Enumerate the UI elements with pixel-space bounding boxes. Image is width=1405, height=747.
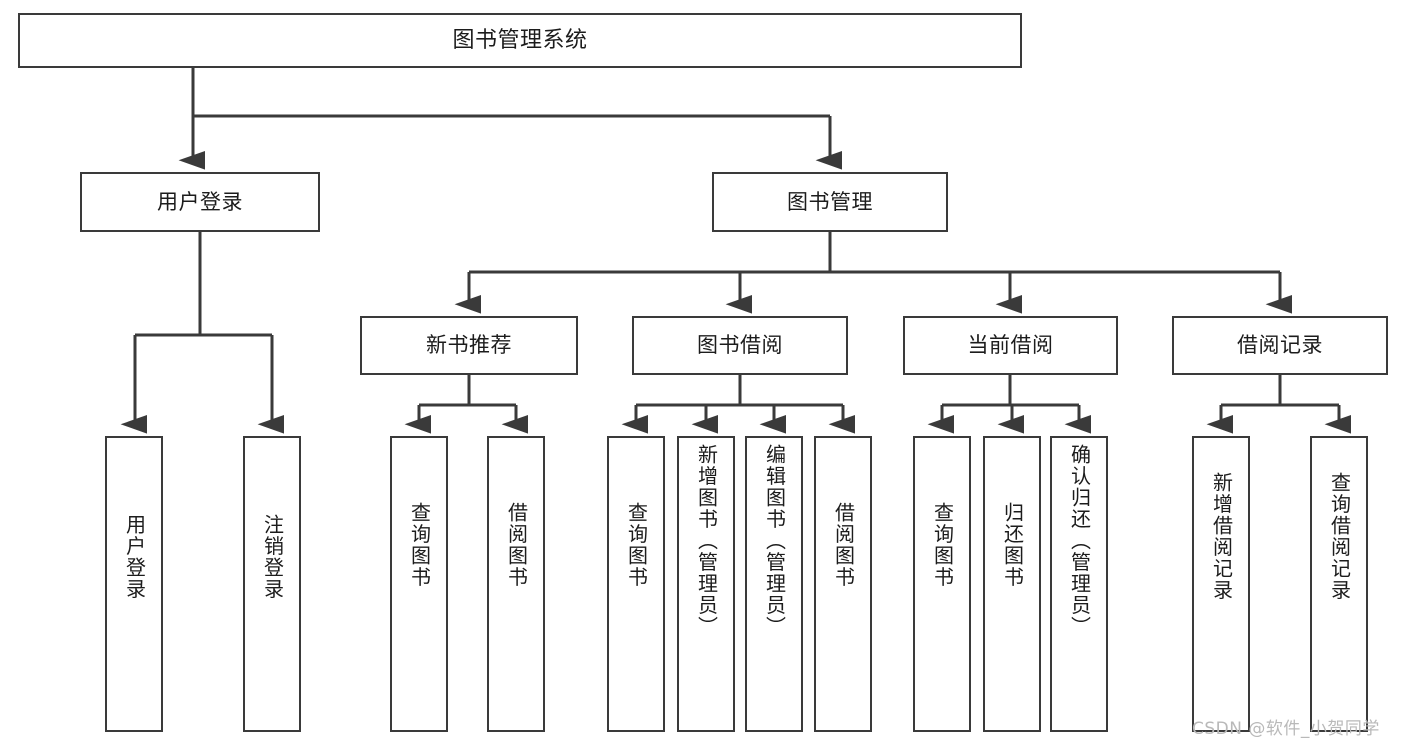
csdn-watermark: CSDN @软件_小贺同学 [1192, 714, 1380, 739]
node-leaf-query-record[interactable]: 查询借阅记录 [1310, 436, 1368, 732]
watermark-text: CSDN @软件_小贺同学 [1192, 719, 1380, 739]
node-label: 新增图书（管理员） [694, 444, 719, 638]
node-new-book-rec[interactable]: 新书推荐 [360, 316, 578, 375]
node-label: 图书借阅 [697, 333, 783, 358]
node-leaf-borrow-book-1[interactable]: 借阅图书 [487, 436, 545, 732]
node-label: 查询图书 [624, 502, 649, 588]
node-leaf-confirm-return[interactable]: 确认归还（管理员） [1050, 436, 1108, 732]
node-leaf-borrow-book-2[interactable]: 借阅图书 [814, 436, 872, 732]
node-book-manage[interactable]: 图书管理 [712, 172, 948, 232]
node-label: 借阅图书 [504, 502, 529, 588]
node-leaf-return-book[interactable]: 归还图书 [983, 436, 1041, 732]
node-user-login[interactable]: 用户登录 [80, 172, 320, 232]
node-leaf-user-login[interactable]: 用户登录 [105, 436, 163, 732]
node-leaf-add-record[interactable]: 新增借阅记录 [1192, 436, 1250, 732]
node-label: 归还图书 [1000, 502, 1025, 588]
node-leaf-query-book-2[interactable]: 查询图书 [607, 436, 665, 732]
node-label: 查询图书 [930, 502, 955, 588]
node-leaf-query-book-1[interactable]: 查询图书 [390, 436, 448, 732]
node-leaf-query-book-3[interactable]: 查询图书 [913, 436, 971, 732]
node-leaf-add-book[interactable]: 新增图书（管理员） [677, 436, 735, 732]
node-leaf-user-logout[interactable]: 注销登录 [243, 436, 301, 732]
node-label: 新书推荐 [426, 333, 512, 358]
node-label: 借阅记录 [1237, 333, 1323, 358]
node-root-system[interactable]: 图书管理系统 [18, 13, 1022, 68]
node-label: 当前借阅 [967, 333, 1054, 358]
node-label: 用户登录 [122, 514, 147, 600]
node-label: 用户登录 [157, 189, 243, 214]
node-label: 图书管理 [787, 189, 873, 214]
node-label: 确认归还（管理员） [1067, 444, 1092, 638]
node-label: 图书管理系统 [452, 27, 588, 53]
node-book-borrow[interactable]: 图书借阅 [632, 316, 848, 375]
node-label: 编辑图书（管理员） [762, 444, 787, 638]
node-label: 查询借阅记录 [1327, 472, 1352, 601]
node-leaf-edit-book[interactable]: 编辑图书（管理员） [745, 436, 803, 732]
node-borrow-record[interactable]: 借阅记录 [1172, 316, 1388, 375]
node-label: 借阅图书 [831, 502, 856, 588]
node-label: 查询图书 [407, 502, 432, 588]
node-label: 注销登录 [260, 514, 285, 600]
node-label: 新增借阅记录 [1209, 472, 1234, 601]
node-current-borrow[interactable]: 当前借阅 [903, 316, 1118, 375]
